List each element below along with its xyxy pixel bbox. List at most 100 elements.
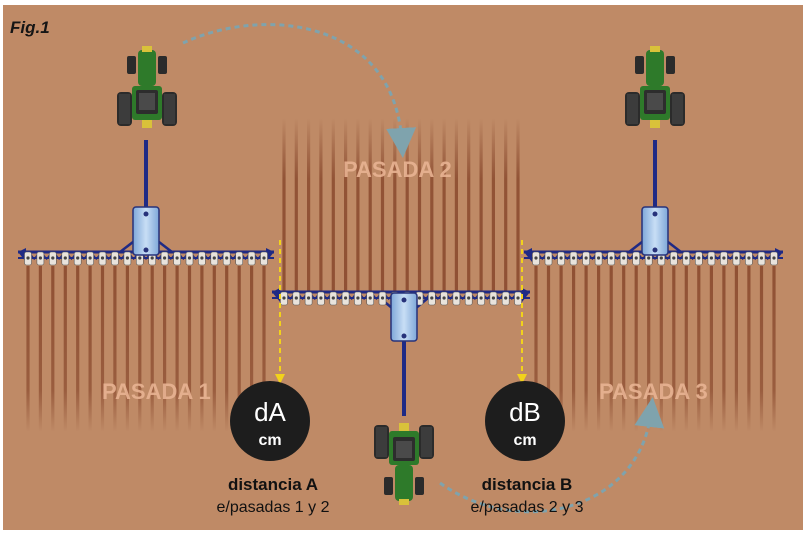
row-unit (160, 251, 169, 266)
row-unit (732, 251, 741, 266)
row-unit (489, 291, 498, 306)
row-unit (477, 291, 486, 306)
furrow-line (237, 266, 241, 432)
row-unit (341, 291, 350, 306)
furrow-line (772, 266, 776, 432)
furrow-line (63, 266, 67, 432)
furrow-line (559, 266, 563, 432)
row-unit (378, 291, 387, 306)
furrow-line (759, 266, 764, 432)
furrow-line (26, 266, 30, 432)
row-unit (247, 251, 256, 266)
row-unit (707, 251, 716, 266)
furrow-line (417, 118, 422, 292)
row-unit (594, 251, 603, 266)
row-unit (532, 251, 540, 266)
seed-hopper-icon (132, 206, 160, 256)
row-unit (292, 291, 301, 306)
row-unit (280, 291, 288, 306)
row-unit (316, 291, 325, 306)
distance-a-badge: dA cm (230, 381, 310, 461)
furrow-line (262, 266, 266, 432)
row-unit (98, 251, 107, 266)
furrow-line (250, 266, 254, 432)
furrow-line (491, 118, 495, 292)
row-unit (173, 251, 182, 266)
row-unit (452, 291, 461, 306)
furrow-line (125, 266, 129, 432)
furrow-line (150, 266, 154, 432)
row-unit (36, 251, 45, 266)
furrow-line (200, 266, 204, 432)
furrow-line (734, 266, 738, 432)
furrow-line (516, 118, 520, 292)
pass-2-label: PASADA 2 (343, 157, 452, 182)
row-unit (440, 291, 449, 306)
furrow-line (672, 266, 676, 432)
row-unit (744, 251, 753, 266)
seed-hopper-icon (641, 206, 669, 256)
distance-b-subtitle: e/pasadas 2 y 3 (471, 499, 584, 516)
pass-3-label: PASADA 3 (599, 379, 708, 404)
furrow-line (747, 266, 751, 432)
row-unit (544, 251, 553, 266)
furrow-line (622, 266, 626, 432)
furrow-line (187, 266, 192, 432)
distance-b-badge: dB cm (485, 381, 565, 461)
pass-1-label: PASADA 1 (102, 379, 211, 404)
row-unit (514, 291, 522, 306)
curved-arrow-icon (182, 23, 417, 158)
row-unit (669, 251, 678, 266)
row-unit (24, 251, 32, 266)
furrow-line (405, 118, 409, 292)
row-unit (235, 251, 244, 266)
seeder-pass-3 (524, 140, 783, 266)
row-unit (61, 251, 70, 266)
furrows-pass-3 (534, 266, 776, 432)
furrow-line (534, 266, 538, 432)
furrow-line (634, 266, 638, 432)
row-unit (110, 251, 119, 266)
furrow-line (163, 266, 167, 432)
row-unit (464, 291, 473, 306)
row-unit (86, 251, 95, 266)
furrow-line (597, 266, 601, 432)
row-unit (197, 251, 206, 266)
distance-b-title: distancia B (482, 475, 573, 494)
furrow-line (467, 118, 471, 292)
furrow-line (113, 266, 117, 432)
seeder-pass-1 (18, 140, 274, 266)
figure-label: Fig.1 (10, 18, 50, 37)
furrow-line (51, 266, 55, 432)
furrow-line (647, 266, 651, 432)
furrows-pass-1 (26, 266, 266, 432)
furrow-line (76, 266, 80, 432)
furrow-line (175, 266, 179, 432)
row-unit (353, 291, 362, 306)
row-unit (619, 251, 628, 266)
furrow-line (212, 266, 216, 432)
furrow-line (307, 118, 311, 292)
svg-text:cm: cm (258, 432, 281, 449)
distance-a-subtitle: e/pasadas 1 y 2 (217, 499, 330, 516)
furrow-line (684, 266, 688, 432)
furrow-line (38, 266, 42, 432)
furrow-line (294, 118, 298, 292)
row-unit (222, 251, 231, 266)
furrow-line (138, 266, 142, 432)
row-unit (770, 251, 778, 266)
svg-text:dB: dB (509, 397, 541, 427)
distance-b-arrow (517, 374, 527, 384)
row-unit (719, 251, 728, 266)
row-unit (260, 251, 268, 266)
curved-arrow-icon (439, 397, 665, 514)
furrow-line (572, 266, 576, 432)
furrow-line (380, 118, 385, 292)
furrow-line (100, 266, 105, 432)
row-unit (694, 251, 703, 266)
furrow-line (697, 266, 701, 432)
furrows-pass-2 (282, 118, 520, 292)
furrow-line (442, 118, 446, 292)
row-unit (123, 251, 132, 266)
row-unit (185, 251, 194, 266)
